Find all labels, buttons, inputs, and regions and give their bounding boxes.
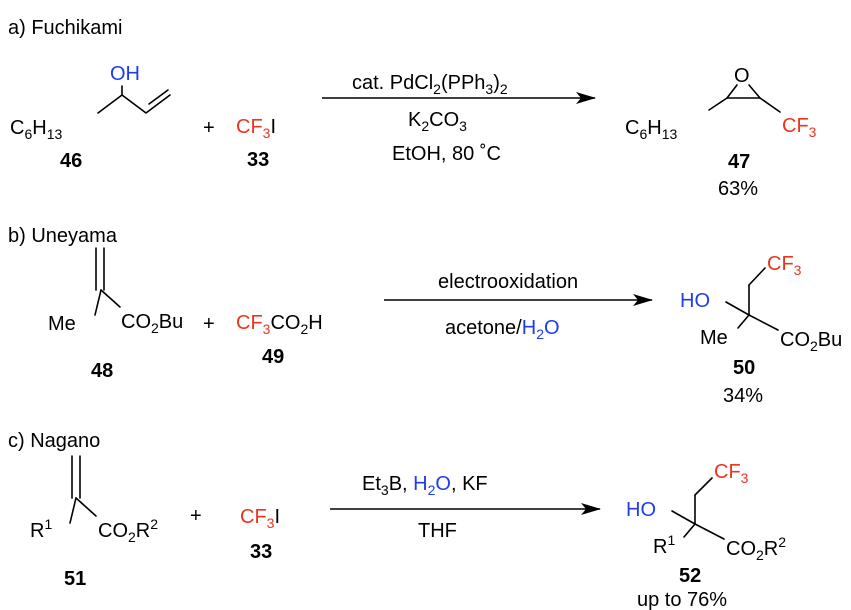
product-cf3-label-c: CF3: [714, 461, 749, 486]
reagent-cf3i-a: CF3I: [236, 116, 276, 141]
compound-49-number: 49: [262, 346, 284, 368]
section-b: b) Uneyama Me CO2Bu 48 + CF3CO2H 49 elec…: [8, 225, 842, 407]
compound-50-structure: CF3 HO Me CO2Bu: [680, 253, 842, 354]
section-b-title: b) Uneyama: [8, 225, 118, 247]
compound-51-structure: R1 CO2R2: [30, 455, 158, 545]
conditions-a-solvent: EtOH, 80 ˚C: [392, 143, 501, 165]
yield-c: up to 76%: [637, 589, 727, 610]
conditions-c-solvent: THF: [418, 520, 457, 542]
plus-sign-a: +: [203, 117, 215, 139]
conditions-b-solvent: acetone/H2O: [445, 317, 560, 342]
compound-52-structure: CF3 HO R1 CO2R2: [626, 461, 786, 563]
plus-sign-c: +: [190, 505, 202, 527]
reagent-tfa-b: CF3CO2H: [236, 312, 323, 337]
r1-label-51: R1: [30, 516, 52, 542]
compound-33-number-a: 33: [247, 149, 269, 171]
reagent-cf3i-c: CF3I: [240, 506, 280, 531]
compound-50-number: 50: [733, 357, 755, 379]
yield-b: 34%: [723, 385, 763, 407]
compound-52-number: 52: [679, 565, 701, 587]
ester-label-c: CO2R2: [98, 516, 158, 545]
section-a: a) Fuchikami OH C6H13 46 + CF3I 33 cat. …: [8, 17, 817, 200]
product-cf3-label-a: CF3: [782, 115, 817, 140]
compound-33-number-c: 33: [250, 541, 272, 563]
compound-48-number: 48: [91, 360, 113, 382]
product-hexyl-label: C6H13: [625, 117, 677, 142]
product-cf3-label-b: CF3: [767, 253, 802, 278]
product-ester-label-c: CO2R2: [726, 534, 786, 563]
hydroxyl-label: OH: [110, 63, 140, 85]
yield-a: 63%: [718, 178, 758, 200]
product-hydroxyl-label-c: HO: [626, 499, 656, 521]
section-a-title: a) Fuchikami: [8, 17, 122, 39]
compound-47-structure: C6H13 O CF3: [625, 65, 817, 142]
hexyl-label: C6H13: [10, 117, 62, 142]
compound-47-number: 47: [728, 151, 750, 173]
compound-48-structure: Me CO2Bu: [48, 247, 183, 336]
section-c: c) Nagano R1 CO2R2 51 + CF3I 33 Et3B, H2…: [8, 430, 786, 610]
conditions-a-base: K2CO3: [408, 109, 467, 134]
plus-sign-b: +: [203, 313, 215, 335]
product-hydroxyl-label-b: HO: [680, 290, 710, 312]
compound-46-number: 46: [60, 150, 82, 172]
ester-label-b: CO2Bu: [121, 311, 183, 336]
product-r1-label-c: R1: [653, 532, 675, 558]
methyl-label-b: Me: [48, 313, 76, 335]
compound-46-structure: OH C6H13: [10, 63, 171, 142]
conditions-c-reagents: Et3B, H2O, KF: [362, 473, 488, 498]
section-c-title: c) Nagano: [8, 430, 100, 452]
epoxide-oxygen-label: O: [734, 65, 750, 87]
compound-51-number: 51: [64, 568, 86, 590]
conditions-b-method: electrooxidation: [438, 271, 578, 293]
conditions-a-catalyst: cat. PdCl2(PPh3)2: [352, 72, 508, 97]
product-methyl-label-b: Me: [700, 327, 728, 349]
product-ester-label-b: CO2Bu: [780, 329, 842, 354]
